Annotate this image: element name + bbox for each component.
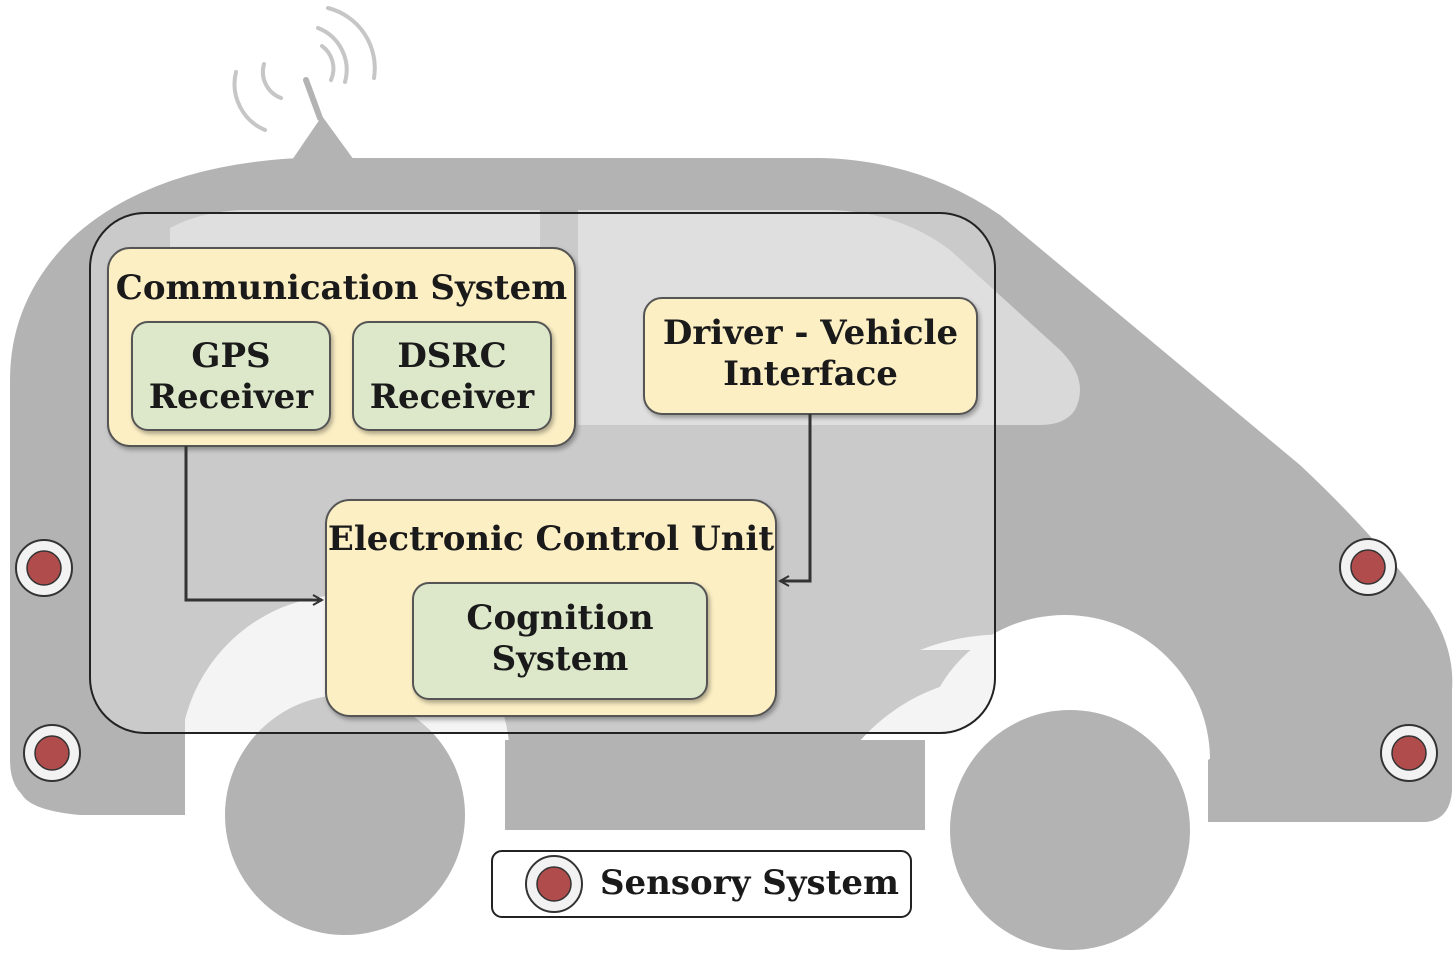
dsrc-receiver-box — [352, 321, 552, 431]
dsrc-receiver-label: DSRC Receiver — [369, 336, 535, 418]
gps-receiver-label: GPS Receiver — [148, 336, 314, 418]
cognition-system-box — [412, 582, 708, 700]
sensor-icon — [1339, 538, 1397, 596]
sensor-icon — [23, 724, 81, 782]
interface-to-ecu-arrow — [780, 414, 812, 581]
cognition-system-label: Cognition System — [466, 598, 654, 680]
gps-receiver-box — [131, 321, 331, 431]
communication-system-title: Communication System — [115, 268, 568, 308]
sensor-icon — [15, 539, 73, 597]
sensor-icon — [1380, 724, 1438, 782]
electronic-control-unit-title: Electronic Control Unit — [327, 519, 775, 559]
legend-box — [491, 850, 912, 918]
legend-sensor-icon — [525, 855, 583, 913]
driver-vehicle-interface-label: Driver - Vehicle Interface — [662, 313, 959, 395]
antenna-icon — [232, 6, 377, 160]
legend-sensory-system-label: Sensory System — [600, 863, 899, 903]
gps-to-ecu-arrow — [184, 446, 322, 600]
